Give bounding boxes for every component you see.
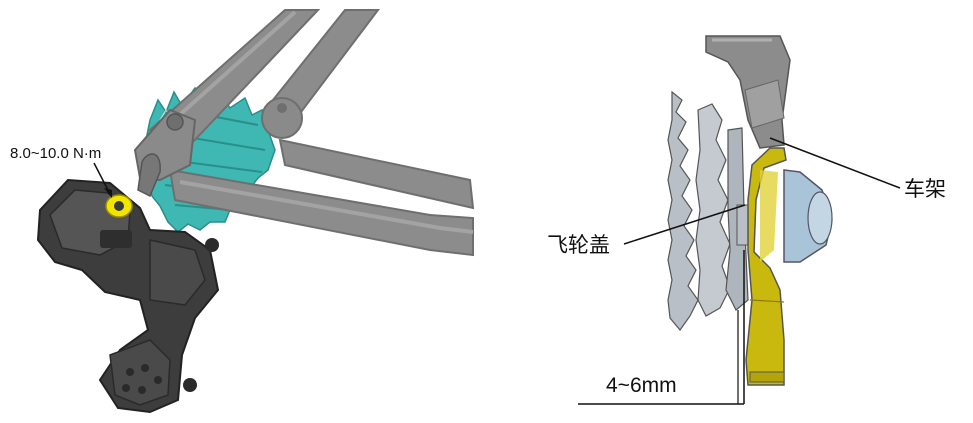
gap-dimension (578, 250, 745, 405)
derailleur-hanger (745, 147, 787, 386)
gap-label: 4~6mm (606, 374, 677, 397)
torque-leader-line (93, 162, 111, 195)
cassette-cogs (667, 90, 750, 331)
rear-brace-tube (261, 9, 475, 210)
frame-dropout (705, 35, 791, 149)
left-figure: 8.0~10.0 N·m (10, 9, 475, 414)
right-figure: 车架 飞轮盖 4~6mm (547, 35, 946, 405)
torque-arrowhead (104, 188, 112, 198)
frame-label: 车架 (904, 177, 946, 201)
frame-leader-line (769, 137, 901, 189)
torque-label: 8.0~10.0 N·m (10, 145, 101, 162)
chain-stay (168, 168, 474, 257)
mounting-bolt (105, 194, 133, 218)
cassette-leader-line (623, 204, 746, 245)
axle-end (783, 169, 833, 263)
cassette-label: 飞轮盖 (547, 233, 610, 257)
dropout (133, 108, 197, 198)
